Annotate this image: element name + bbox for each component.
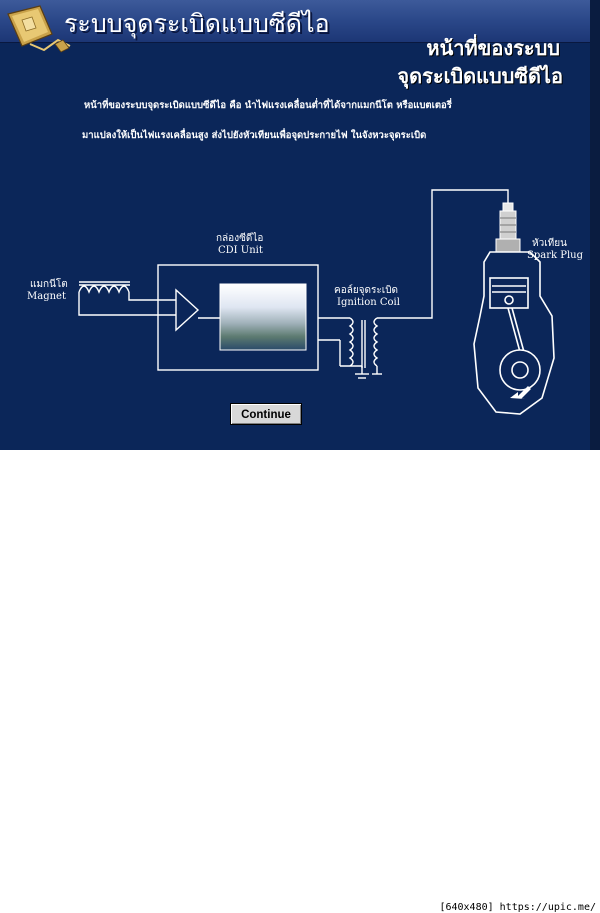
app-title: ระบบจุดระเบิดแบบซีดีไอ bbox=[64, 9, 330, 38]
app-screen: ระบบจุดระเบิดแบบซีดีไอ หน้าที่ของระบบ จุ… bbox=[0, 0, 600, 450]
arrow-icon bbox=[510, 386, 531, 399]
cdi-label-english: CDI Unit bbox=[218, 245, 263, 256]
plug-label-english: Spark Plug bbox=[527, 250, 584, 261]
plug-label-thai: หัวเทียน bbox=[532, 238, 567, 249]
title-bar: ระบบจุดระเบิดแบบซีดีไอ bbox=[0, 0, 600, 43]
folder-logo-icon bbox=[7, 5, 71, 53]
magnet-label-english: Magnet bbox=[27, 291, 66, 302]
description-line2: มาแปลงให้เป็นไฟแรงเคลื่อนสูง ส่งไปยังหัว… bbox=[82, 130, 427, 141]
engine-icon bbox=[473, 251, 555, 415]
footer-bar: [640x480] https://upic.me/ bbox=[0, 450, 600, 913]
heading-line1: หน้าที่ของระบบ bbox=[426, 36, 560, 60]
spark-plug-icon bbox=[495, 202, 521, 268]
description-line1: หน้าที่ของระบบจุดระเบิดแบบซีดีไอ คือ นำไ… bbox=[84, 100, 452, 111]
magnet-label-thai: แมกนีโต bbox=[30, 279, 68, 290]
cdi-ignition-diagram bbox=[78, 189, 555, 415]
coil-label-thai: คอล์ยจุดระเบิด bbox=[334, 285, 399, 296]
watermark-text: [640x480] https://upic.me/ bbox=[439, 902, 596, 913]
frame-shadow bbox=[590, 0, 600, 450]
continue-button[interactable]: Continue bbox=[230, 403, 302, 425]
cdi-label-thai: กล่องซีดีไอ bbox=[216, 233, 264, 244]
coil-label-english: Ignition Coil bbox=[337, 297, 400, 308]
heading-line2: จุดระเบิดแบบซีดีไอ bbox=[397, 64, 563, 88]
